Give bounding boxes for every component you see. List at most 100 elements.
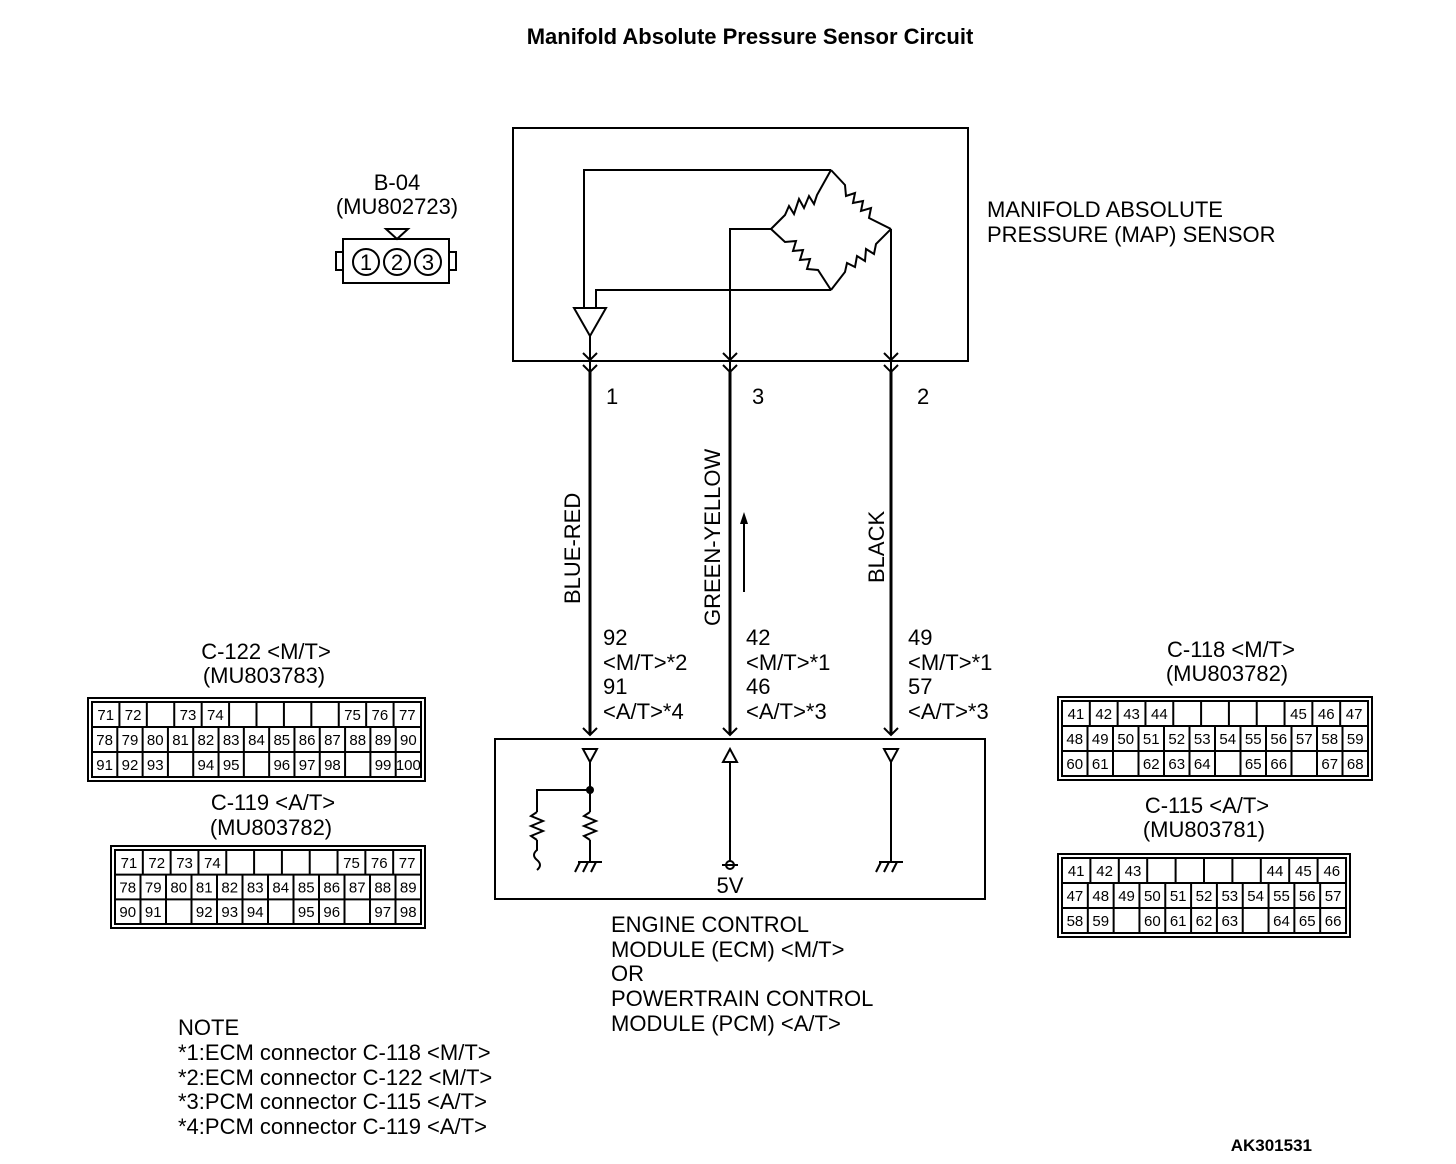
wire-2-ecm-pin-mt: 42 xyxy=(746,625,770,650)
c115-pin-66: 66 xyxy=(1325,913,1342,930)
c122-pin-92: 92 xyxy=(122,757,139,774)
c122-pin-87: 87 xyxy=(324,732,341,749)
diagram-title: Manifold Absolute Pressure Sensor Circui… xyxy=(527,24,974,49)
c115-pin-53: 53 xyxy=(1221,888,1238,905)
c118-pin-64: 64 xyxy=(1194,756,1211,773)
note-line-2: *2:ECM connector C-122 <M/T> xyxy=(178,1065,492,1090)
c118-pin-62: 62 xyxy=(1143,756,1160,773)
note-line-3: *3:PCM connector C-115 <A/T> xyxy=(178,1089,487,1114)
c119-pin-72: 72 xyxy=(148,855,165,872)
c122-pin-86: 86 xyxy=(299,732,316,749)
c118-pin-65: 65 xyxy=(1245,756,1262,773)
c119-pin-88: 88 xyxy=(374,880,391,897)
sensor-name-line-2: PRESSURE (MAP) SENSOR xyxy=(987,222,1276,247)
c118-pin-41: 41 xyxy=(1068,706,1085,723)
c115-pin-44: 44 xyxy=(1267,863,1284,880)
c115-pin-63: 63 xyxy=(1221,913,1238,930)
c122-pin-80: 80 xyxy=(147,732,164,749)
c122-pin-81: 81 xyxy=(172,732,189,749)
figure-code: AK301531 xyxy=(1231,1136,1312,1155)
c119-pin-81: 81 xyxy=(196,880,213,897)
c122-pin-99: 99 xyxy=(375,757,392,774)
c122-pin-85: 85 xyxy=(273,732,290,749)
wire-1-color: BLUE-RED xyxy=(560,493,585,604)
ecm-name-line-5: MODULE (PCM) <A/T> xyxy=(611,1011,841,1036)
c115-pin-61: 61 xyxy=(1170,913,1187,930)
c118-pin-68: 68 xyxy=(1347,756,1364,773)
c118-pin-50: 50 xyxy=(1117,731,1134,748)
note-line-1: *1:ECM connector C-118 <M/T> xyxy=(178,1040,491,1065)
c118-part: (MU803782) xyxy=(1166,661,1288,686)
c122-pin-76: 76 xyxy=(372,707,389,724)
c119-pin-73: 73 xyxy=(176,855,193,872)
map-sensor-box xyxy=(512,127,969,362)
wire-2-color: GREEN-YELLOW xyxy=(700,449,725,626)
wire-1-sensor-pin: 1 xyxy=(606,384,618,409)
c118-pin-58: 58 xyxy=(1321,731,1338,748)
c115-pin-55: 55 xyxy=(1273,888,1290,905)
c119-pin-91: 91 xyxy=(145,904,162,921)
c122-id: C-122 <M/T> xyxy=(201,639,331,664)
c122-pin-98: 98 xyxy=(324,757,341,774)
wire-1-ecm-pin-at: 91 xyxy=(603,674,627,699)
wire-1-ecm-note-mt: <M/T>*2 xyxy=(603,650,687,675)
wire-2-ecm-pin-at: 46 xyxy=(746,674,770,699)
c119-pin-89: 89 xyxy=(400,880,417,897)
c119-pin-86: 86 xyxy=(323,880,340,897)
c119-pin-76: 76 xyxy=(371,855,388,872)
c122-pin-72: 72 xyxy=(125,707,142,724)
ecm-name-line-1: ENGINE CONTROL xyxy=(611,912,809,937)
c122-pin-79: 79 xyxy=(122,732,139,749)
c122-pin-90: 90 xyxy=(400,732,417,749)
ecm-name-line-4: POWERTRAIN CONTROL xyxy=(611,986,873,1011)
c119-pin-97: 97 xyxy=(374,904,391,921)
c119-pin-94: 94 xyxy=(247,904,264,921)
c122-pin-83: 83 xyxy=(223,732,240,749)
sensor-pin-3: 3 xyxy=(422,250,434,275)
c118-pin-66: 66 xyxy=(1270,756,1287,773)
c122-pin-78: 78 xyxy=(96,732,113,749)
wire-3-sensor-pin: 2 xyxy=(917,384,929,409)
c119-pin-95: 95 xyxy=(298,904,315,921)
c118-pin-55: 55 xyxy=(1245,731,1262,748)
c118-pin-53: 53 xyxy=(1194,731,1211,748)
wire-1-ecm-pin-mt: 92 xyxy=(603,625,627,650)
c115-pin-41: 41 xyxy=(1068,863,1085,880)
c119-pin-84: 84 xyxy=(272,880,289,897)
c119-pin-87: 87 xyxy=(349,880,366,897)
c118-pin-54: 54 xyxy=(1219,731,1236,748)
sensor-connector-face: 1 2 3 xyxy=(335,228,457,284)
c119-pin-74: 74 xyxy=(204,855,221,872)
c118-pin-57: 57 xyxy=(1296,731,1313,748)
note-line-4: *4:PCM connector C-119 <A/T> xyxy=(178,1114,487,1139)
c118-pin-47: 47 xyxy=(1346,706,1363,723)
c118-pin-46: 46 xyxy=(1318,706,1335,723)
c122-pin-71: 71 xyxy=(97,707,114,724)
c115-pin-62: 62 xyxy=(1196,913,1213,930)
c122-pin-88: 88 xyxy=(349,732,366,749)
c115-pin-45: 45 xyxy=(1295,863,1312,880)
c115-pin-65: 65 xyxy=(1299,913,1316,930)
c118-pin-56: 56 xyxy=(1270,731,1287,748)
c122-pin-96: 96 xyxy=(273,757,290,774)
note-heading: NOTE xyxy=(178,1015,239,1040)
c119-pin-83: 83 xyxy=(247,880,264,897)
c118-pin-52: 52 xyxy=(1168,731,1185,748)
ecm-name-line-3: OR xyxy=(611,961,644,986)
c115-pin-60: 60 xyxy=(1144,913,1161,930)
c118-pin-45: 45 xyxy=(1290,706,1307,723)
c119-pin-85: 85 xyxy=(298,880,315,897)
c122-pin-93: 93 xyxy=(147,757,164,774)
c122-pin-100: 100 xyxy=(396,757,421,774)
sensor-bridge-circuit xyxy=(572,169,892,372)
ecm-internal-circuit xyxy=(528,746,903,873)
c115-part: (MU803781) xyxy=(1143,817,1265,842)
c115-pin-46: 46 xyxy=(1323,863,1340,880)
c122-pin-74: 74 xyxy=(207,707,224,724)
ecm-box xyxy=(494,738,986,900)
